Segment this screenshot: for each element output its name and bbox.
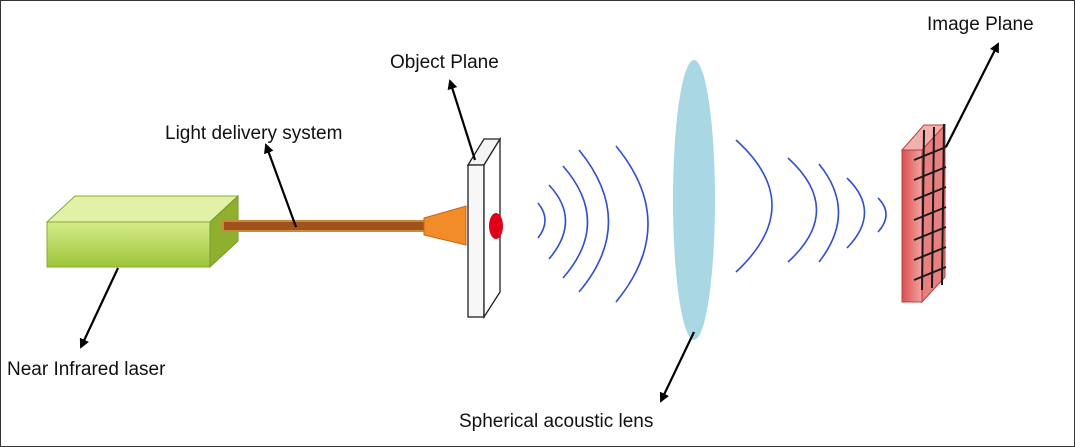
wave-right-1	[735, 139, 773, 273]
wave-right-5	[877, 197, 887, 233]
laser-box	[45, 194, 240, 269]
label-near-infrared-laser: Near Infrared laser	[7, 359, 166, 380]
image-plane-front	[901, 149, 923, 303]
wave-right-4	[846, 177, 866, 249]
arrow-delivery	[264, 143, 298, 228]
wave-left-1	[537, 202, 546, 239]
arrow-lens	[659, 331, 695, 403]
wave-left-2	[548, 184, 567, 260]
wave-left-4	[578, 149, 610, 293]
arrow-laser	[79, 267, 119, 349]
wave-left-5	[615, 145, 649, 303]
delivery-cone	[423, 205, 467, 246]
target-spot	[489, 213, 503, 239]
label-object-plane: Object Plane	[390, 52, 499, 73]
acoustic-waves-right	[735, 139, 887, 273]
image-plane	[900, 123, 947, 304]
wave-right-2	[787, 157, 818, 263]
laser-top-face	[45, 195, 240, 223]
fiber-cable	[222, 220, 428, 232]
label-image-plane: Image Plane	[927, 14, 1034, 35]
arrow-image-plane	[945, 42, 999, 148]
acoustic-lens	[673, 60, 715, 340]
arrow-object-plane	[447, 79, 477, 161]
object-plane-slab	[466, 136, 503, 320]
acoustic-waves-left	[537, 145, 649, 303]
image-plane-grid	[913, 123, 947, 291]
label-light-delivery-system: Light delivery system	[165, 123, 342, 144]
laser-front-face	[46, 221, 211, 268]
label-spherical-acoustic-lens: Spherical acoustic lens	[459, 411, 653, 432]
wave-right-3	[818, 163, 840, 263]
slab-front	[467, 164, 485, 318]
wave-left-3	[562, 165, 589, 279]
leader-arrows	[79, 42, 999, 403]
